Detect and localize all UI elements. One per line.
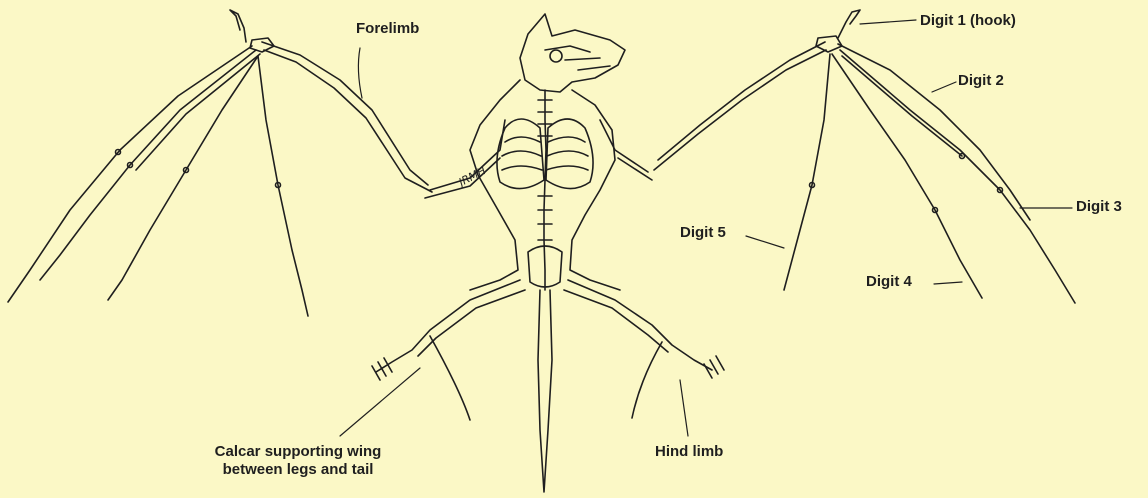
torso [470, 14, 625, 492]
left-foot [372, 358, 392, 380]
leader-digit5 [746, 236, 784, 248]
label-forelimb: Forelimb [356, 20, 419, 38]
right-upper-arm [600, 120, 648, 172]
left-digit-2 [8, 46, 252, 302]
left-digit-5 [258, 56, 308, 316]
right-wing [600, 10, 1075, 303]
skull [520, 14, 625, 92]
right-leg [564, 280, 724, 418]
left-calcar [430, 336, 470, 420]
left-thumb-hook [230, 10, 246, 42]
right-calcar [632, 342, 662, 418]
right-thumb-hook [838, 10, 860, 38]
leader-digit2 [932, 82, 956, 92]
label-calcar: Calcar supporting wing between legs and … [178, 443, 418, 479]
right-digit-4 [832, 54, 982, 298]
left-leg [372, 280, 525, 420]
right-digit-2 [838, 44, 1030, 220]
label-digit-3: Digit 3 [1076, 198, 1122, 216]
body-outline [470, 80, 520, 290]
label-calcar-line2: between legs and tail [178, 461, 418, 479]
label-digit-2: Digit 2 [958, 72, 1004, 90]
label-calcar-line1: Calcar supporting wing [178, 443, 418, 461]
spine [544, 90, 546, 290]
label-digit-4: Digit 4 [866, 273, 912, 291]
right-digit-5 [784, 54, 830, 290]
leader-calcar [340, 368, 420, 436]
leader-hind-limb [680, 380, 688, 436]
left-wing [8, 10, 505, 316]
leader-digit4 [934, 282, 962, 284]
label-hind-limb: Hind limb [655, 443, 723, 461]
tail [538, 290, 552, 492]
label-digit-1: Digit 1 (hook) [920, 12, 1016, 30]
left-forearm-inner [264, 50, 432, 192]
leader-forelimb [358, 48, 362, 98]
left-forearm [262, 42, 428, 185]
leader-digit1 [860, 20, 916, 24]
label-digit-5: Digit 5 [680, 224, 726, 242]
